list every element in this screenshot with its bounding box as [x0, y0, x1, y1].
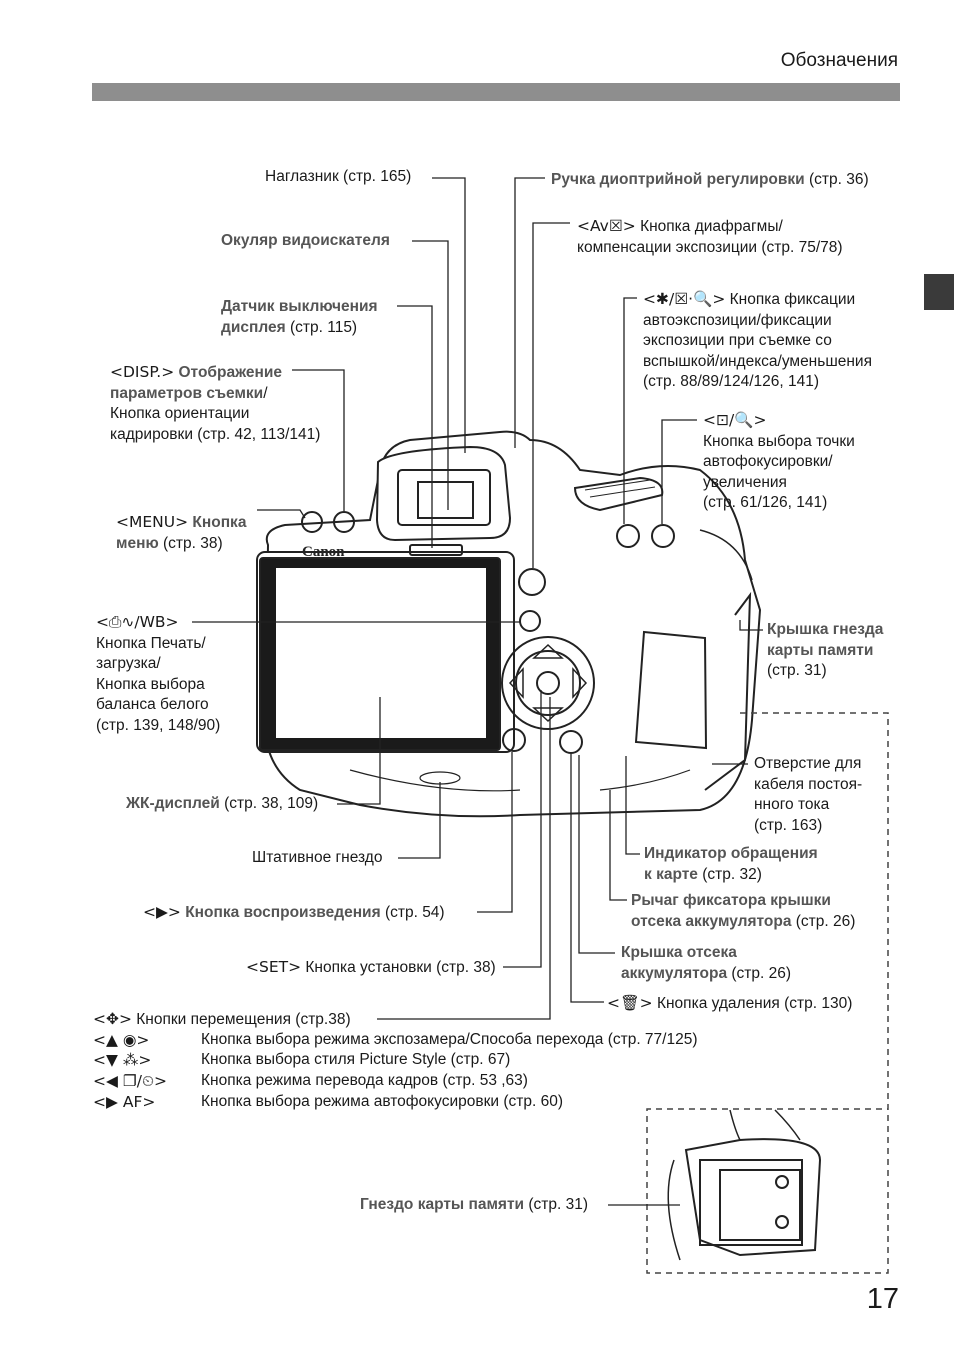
- card-slot-label: Гнездо карты памяти (стр. 31): [360, 1196, 589, 1213]
- cross-key-left-text: Кнопка режима перевода кадров (стр. 53 ,…: [201, 1072, 528, 1089]
- playback-button-label: <▶> Кнопка воспроизведения (стр. 54): [143, 903, 445, 921]
- menu-button-label: <MENU> Кнопка меню (стр. 38): [116, 513, 247, 552]
- cross-keys-header: <✥> Кнопки перемещения (стр.38): [93, 1010, 351, 1028]
- eyepiece-label: Окуляр видоискателя: [221, 232, 390, 249]
- brand-text: Canon: [302, 544, 345, 560]
- tripod-socket-label: Штативное гнездо: [252, 849, 383, 866]
- page-number: 17: [866, 1283, 899, 1315]
- erase-button-label: <🗑> Кнопка удаления (стр. 130): [607, 994, 853, 1012]
- cross-key-right-text: Кнопка выбора режима автофокусировки (ст…: [201, 1093, 563, 1110]
- disp-button-label: <DISP.> Отображение параметров съемки/ К…: [110, 363, 321, 443]
- access-lamp-label: Индикатор обращения к карте (стр. 32): [644, 845, 818, 883]
- cross-key-down-text: Кнопка выбора стиля Picture Style (стр. …: [201, 1051, 511, 1068]
- ae-lock-button-label: <✱/☒·🔍> Кнопка фиксации автоэкспозиции/ф…: [643, 290, 872, 390]
- print-wb-button-label: <⎙∿/WB> Кнопка Печать/ загрузка/ Кнопка …: [96, 613, 221, 734]
- set-button-label: <SET> Кнопка установки (стр. 38): [246, 958, 496, 976]
- battery-cover-label: Крышка отсека аккумулятора (стр. 26): [621, 944, 792, 982]
- header-bar: [92, 83, 900, 101]
- dc-cord-hole-label: Отверстие для кабеля постоя- нного тока …: [754, 755, 863, 834]
- cross-key-up-text: Кнопка выбора режима экспозамера/Способа…: [201, 1031, 698, 1048]
- chapter-tab: [924, 274, 954, 310]
- page-header-title: Обозначения: [780, 50, 898, 71]
- lcd-label: ЖК-дисплей (стр. 38, 109): [126, 795, 319, 812]
- diopter-label: Ручка диоптрийной регулировки (стр. 36): [551, 171, 869, 188]
- cross-key-right-symbol: <▶ AF>: [93, 1093, 156, 1111]
- battery-lever-label: Рычаг фиксатора крышки отсека аккумулято…: [631, 892, 856, 930]
- card-cover-label: Крышка гнезда карты памяти (стр. 31): [767, 621, 884, 679]
- af-point-button-label: <⊡/🔍> Кнопка выбора точки автофокусировк…: [703, 411, 855, 511]
- cross-key-down-symbol: <▼ ⁂>: [93, 1051, 152, 1069]
- cross-key-left-symbol: <◀ ❐/⏲>: [93, 1072, 168, 1090]
- av-button-label: <Av☒> Кнопка диафрагмы/ компенсации эксп…: [577, 217, 843, 256]
- eyecup-label: Наглазник (стр. 165): [265, 168, 412, 185]
- cross-key-up-symbol: <▲ ◉>: [93, 1031, 150, 1049]
